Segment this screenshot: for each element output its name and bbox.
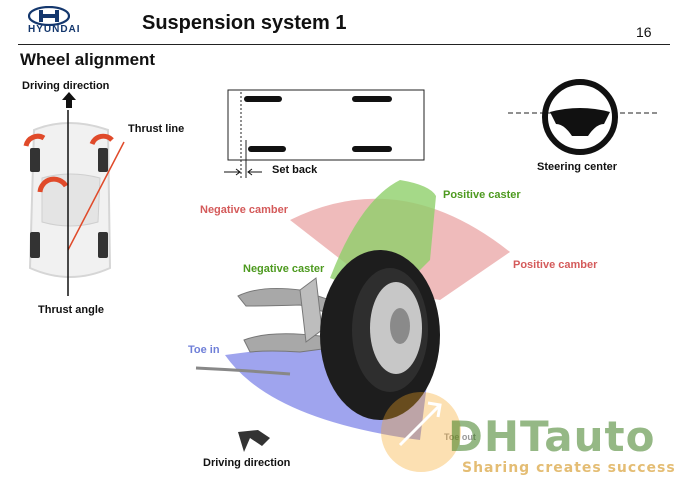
watermark-brand: DHTauto xyxy=(448,412,656,461)
suspension-arm xyxy=(195,277,331,376)
section-title: Wheel alignment xyxy=(20,50,156,69)
thrust-line xyxy=(67,141,125,251)
driving-direction-top-label: Driving direction xyxy=(22,80,110,92)
steering-center-label: Steering center xyxy=(537,161,618,173)
thrust-line-label: Thrust line xyxy=(128,123,185,135)
watermark-slogan: Sharing creates success xyxy=(462,460,676,476)
positive-caster-label: Positive caster xyxy=(443,189,521,201)
page-title: Suspension system 1 xyxy=(142,12,347,34)
hyundai-logo xyxy=(27,5,71,31)
negative-caster-label: Negative caster xyxy=(243,263,325,275)
positive-camber-label: Positive camber xyxy=(513,259,598,271)
car-body xyxy=(28,122,112,278)
toe-in-label: Toe in xyxy=(188,344,220,356)
thrust-angle-label: Thrust angle xyxy=(38,304,105,316)
set-back-label: Set back xyxy=(272,164,318,176)
car-wheels xyxy=(30,148,108,258)
driving-direction-arrow xyxy=(62,92,76,108)
car-top-view-diagram xyxy=(23,92,125,296)
driving-direction-bottom-label: Driving direction xyxy=(203,457,291,469)
tire xyxy=(320,250,440,420)
brand-name: HYUNDAI xyxy=(28,24,81,35)
header-divider xyxy=(18,44,670,45)
set-back-diagram xyxy=(224,89,425,178)
rotation-arrow-icons xyxy=(23,133,114,193)
steering-wheel-icon xyxy=(508,79,660,155)
driving-direction-bottom-arrow xyxy=(238,430,270,452)
toe-out-label: Toe out xyxy=(444,432,476,442)
page-number: 16 xyxy=(636,24,652,40)
negative-camber-label: Negative camber xyxy=(200,204,289,216)
